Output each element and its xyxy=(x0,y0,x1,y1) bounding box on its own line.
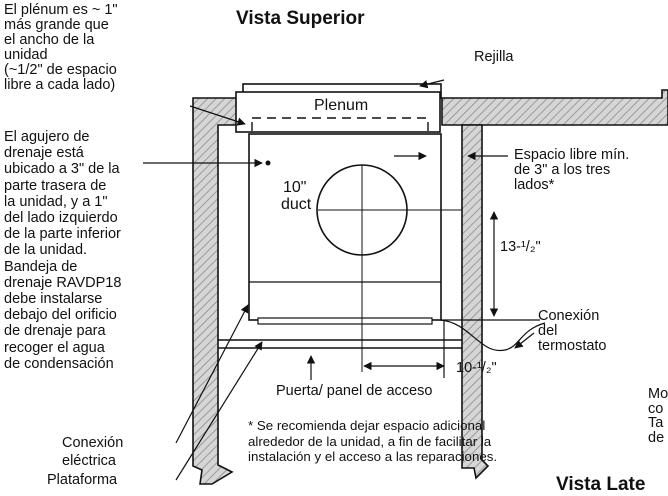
label-clearance: Espacio libre mín. de 3" a los tres lado… xyxy=(514,147,630,193)
plenum-dashed xyxy=(251,117,429,137)
label-door: Puerta/ panel de acceso xyxy=(276,383,433,399)
label-thermostat: Conexión del termostato xyxy=(538,308,607,354)
wall-structure xyxy=(192,89,668,485)
drain-pan xyxy=(257,317,433,325)
label-dim-10: 10-¹/₂" xyxy=(456,360,497,376)
left-wall xyxy=(192,97,238,485)
label-duct-size: 10" xyxy=(283,179,307,196)
right-wall xyxy=(461,124,490,480)
title-top-view: Vista Superior xyxy=(236,8,365,29)
label-dim-13: 13-¹/₂" xyxy=(500,239,541,255)
cutoff-text: Mo co Ta de xyxy=(648,386,668,446)
top-ceiling-right xyxy=(441,89,668,126)
plenum-box xyxy=(235,91,441,133)
label-electric: Conexión eléctrica xyxy=(62,435,124,469)
label-plenum: Plenum xyxy=(314,97,369,114)
drain-hole xyxy=(265,160,271,166)
plenum-note: El plénum es ~ 1" más grande que el anch… xyxy=(4,2,118,93)
label-duct: duct xyxy=(281,196,312,213)
label-rejilla: Rejilla xyxy=(474,49,514,65)
title-side-view: Vista Late xyxy=(556,474,646,495)
footnote: * Se recomienda dejar espacio adicional … xyxy=(248,418,498,464)
label-platform: Plataforma xyxy=(47,472,118,488)
drain-note: El agujero de drenaje está ubicado a 3" … xyxy=(4,129,122,372)
